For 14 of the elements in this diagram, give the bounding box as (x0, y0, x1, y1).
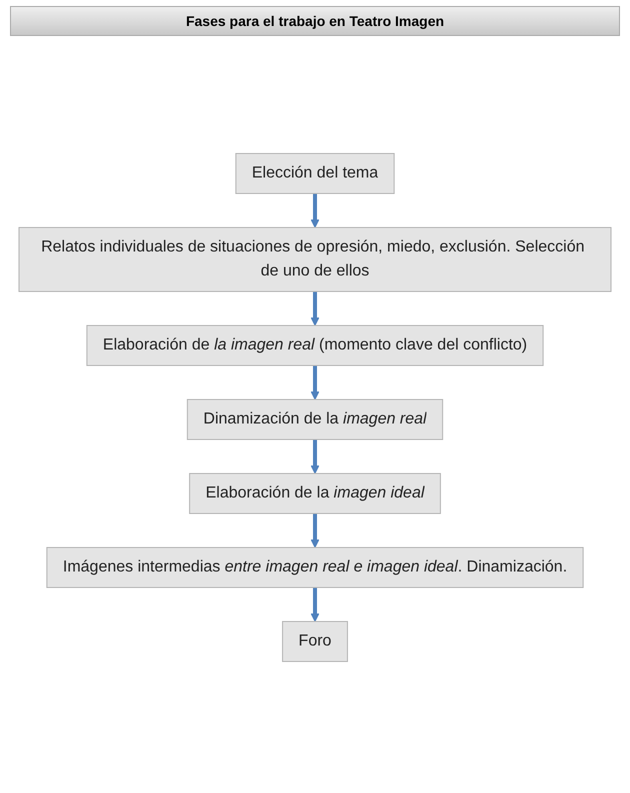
arrow (310, 194, 320, 228)
title-bar: Fases para el trabajo en Teatro Imagen (10, 6, 620, 36)
arrow (310, 514, 320, 548)
arrow (310, 366, 320, 400)
node-box: Foro (282, 621, 348, 662)
node-box: Imágenes intermedias entre imagen real e imagen ideal. Dinamización. (46, 547, 584, 588)
node-box: Elaboración de la imagen ideal (189, 473, 441, 514)
arrow (310, 440, 320, 474)
node-box: Relatos individuales de situaciones de opresión, miedo, exclusión. Selección de uno de ellos (18, 227, 612, 292)
node-box: Elección del tema (235, 153, 395, 194)
node-box: Elaboración de la imagen real (momento clave del conflicto) (86, 325, 544, 366)
arrow (310, 588, 320, 622)
node-box: Dinamización de la imagen real (186, 399, 444, 440)
arrow (310, 292, 320, 326)
